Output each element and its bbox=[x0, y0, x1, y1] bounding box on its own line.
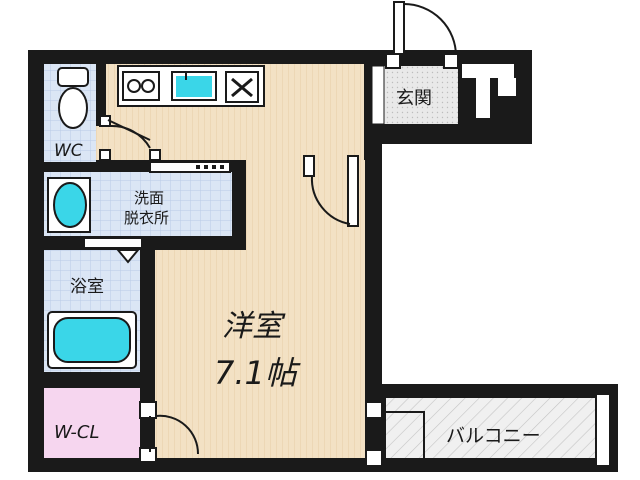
western-room-size-label: 7.1帖 bbox=[214, 354, 301, 392]
washbasin-icon bbox=[47, 177, 91, 233]
wc-door bbox=[99, 115, 161, 161]
laundry-shelf bbox=[149, 161, 231, 173]
washroom-label-line1: 洗面 bbox=[134, 189, 164, 207]
closet-floor bbox=[44, 388, 140, 458]
closet-label: W-CL bbox=[54, 422, 100, 443]
kitchen-counter bbox=[117, 65, 265, 107]
balcony-rail bbox=[595, 393, 611, 467]
balcony-floor bbox=[386, 398, 600, 458]
wc-label: WC bbox=[54, 141, 83, 161]
balcony-label: バルコニー bbox=[446, 425, 541, 447]
western-room-label: 洋室 bbox=[222, 309, 286, 344]
entrance-step bbox=[371, 65, 385, 125]
toilet-icon bbox=[57, 67, 89, 129]
closet-door bbox=[139, 401, 200, 463]
entrance-door bbox=[385, 1, 459, 69]
entrance-label: 玄関 bbox=[396, 88, 432, 109]
bathtub-icon bbox=[47, 311, 137, 369]
entrance-floor bbox=[384, 66, 458, 124]
bath-door bbox=[83, 237, 143, 249]
bath-label: 浴室 bbox=[70, 277, 104, 297]
room-door bbox=[303, 155, 359, 227]
balcony-window bbox=[365, 401, 425, 467]
washroom-label-line2: 脱衣所 bbox=[124, 209, 169, 227]
bath-door-arrow-icon bbox=[115, 249, 141, 264]
